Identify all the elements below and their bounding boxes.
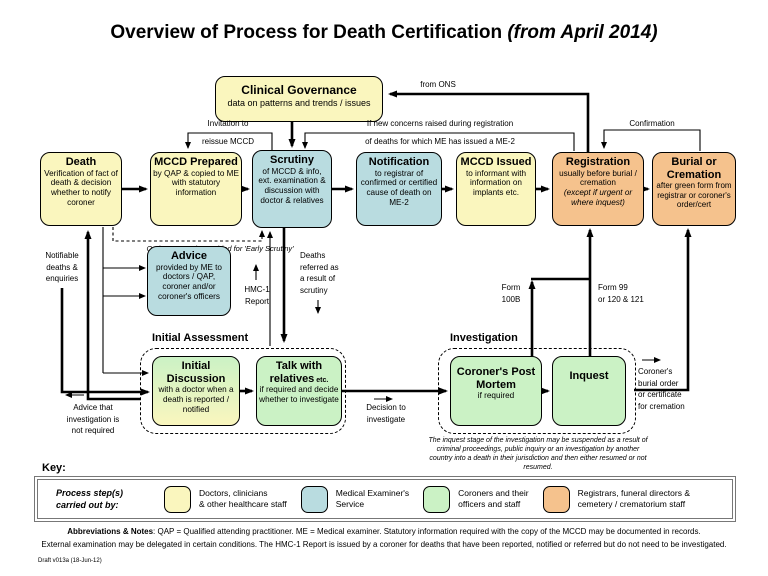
key-item-medical-examiner: Medical Examiner's Service	[300, 485, 410, 513]
concerns-label-top: If new concerns raised during registrati…	[366, 119, 514, 128]
clinical-governance-body: data on patterns and trends / issues	[227, 97, 371, 108]
flow-box-registration: Registration usually before burial / cre…	[552, 152, 644, 226]
flow-box-burial-cremation: Burial or Cremation after green form fro…	[652, 152, 736, 226]
advice-title: Advice	[170, 250, 208, 262]
blue-swatch	[300, 485, 328, 513]
inquest-title: Inquest	[569, 370, 609, 382]
scrutiny-body: of MCCD & info, ext. examination & discu…	[258, 166, 326, 206]
post-mortem-title: Coroner's Post Mortem	[456, 366, 536, 391]
notification-body: to registrar of confirmed or certified c…	[360, 168, 438, 208]
flow-box-notification: Notification to registrar of confirmed o…	[356, 152, 442, 226]
registration-body: usually before burial / cremation	[559, 168, 637, 188]
flow-box-mccd-prepared: MCCD Prepared by QAP & copied to ME with…	[150, 152, 242, 226]
key-item-doctors: Doctors, clinicians & other healthcare s…	[164, 485, 287, 513]
abbreviations-line-2: External examination may be delegated in…	[41, 540, 727, 549]
deaths-referred-label: Deaths referred as a result of scrutiny	[300, 251, 339, 295]
advice-body: provided by ME to doctors / QAP, coroner…	[156, 262, 222, 302]
confirmation-label: Confirmation	[629, 119, 675, 128]
initial-assessment-label: Initial Assessment	[152, 332, 249, 344]
burial-body: after green form from registrar or coron…	[656, 181, 732, 210]
initial-assessment-container	[140, 348, 346, 434]
yellow-swatch	[164, 485, 191, 513]
decision-to-investigate-label: Decision to investigate	[366, 403, 406, 424]
mccd-prepared-body: by QAP & copied to ME with statutory inf…	[153, 168, 239, 198]
investigation-container	[438, 348, 636, 434]
coroner-order-label: Coroner's burial order or certificate fo…	[638, 367, 685, 411]
concerns-label-bottom: of deaths for which ME has issued a ME-2	[365, 137, 515, 146]
from-ons-label: from ONS	[420, 80, 456, 89]
draft-version-label: Draft v013a (18-Jun-12)	[38, 558, 102, 564]
coroners-post-mortem-box: Coroner's Post Mortem if required	[450, 356, 542, 426]
invitation-label-bottom: reissue MCCD	[201, 137, 254, 146]
registration-note: (except if urgent or where inquest)	[563, 188, 633, 208]
orange-swatch	[542, 485, 570, 513]
flow-box-mccd-issued: MCCD Issued to informant with informatio…	[456, 152, 536, 226]
flow-box-scrutiny: Scrutiny of MCCD & info, ext. examinatio…	[252, 150, 332, 228]
key-item-registrars: Registrars, funeral directors & cemetery…	[542, 485, 691, 513]
initial-discussion-title: Initial Discussion	[166, 360, 226, 385]
key-item-coroners-label: Coroners and their officers and staff	[458, 487, 529, 509]
inquest-box: Inquest	[552, 356, 626, 426]
flow-box-death: Death Verification of fact of death & de…	[40, 152, 122, 226]
clinical-governance-box: Clinical Governance data on patterns and…	[215, 76, 383, 122]
talk-title: Talk with relatives	[269, 360, 323, 385]
mccd-prepared-title: MCCD Prepared	[154, 156, 238, 168]
hmc1-report-label: HMC-1 Report	[244, 285, 270, 306]
clinical-governance-title: Clinical Governance	[241, 83, 357, 97]
key-item-registrars-label: Registrars, funeral directors & cemetery…	[577, 487, 691, 509]
key-heading: Process step(s) carried out by:	[56, 487, 124, 510]
post-mortem-body: if required	[477, 391, 515, 401]
green-swatch	[423, 485, 451, 513]
abbreviations-text-1: : QAP = Qualified attending practitioner…	[153, 527, 701, 536]
page-title: Overview of Process for Death Certificat…	[0, 22, 768, 44]
initial-discussion-box: Initial Discussion with a doctor when a …	[152, 356, 240, 426]
advice-box: Advice provided by ME to doctors / QAP, …	[147, 246, 231, 316]
mccd-issued-body: to informant with information on implant…	[465, 168, 527, 198]
notification-title: Notification	[368, 156, 430, 168]
advice-not-required-label: Advice that investigation is not require…	[66, 403, 120, 436]
notifiable-deaths-label: Notifiable deaths & enquiries	[45, 251, 79, 284]
registration-title: Registration	[565, 156, 631, 168]
key-legend: Process step(s) carried out by: Doctors,…	[34, 476, 736, 522]
form-99-label: Form 99 or 120 & 121	[598, 283, 644, 304]
talk-with-relatives-box: Talk with relatives etc. if required and…	[256, 356, 342, 426]
key-item-medical-examiner-label: Medical Examiner's Service	[335, 487, 410, 509]
death-body: Verification of fact of death & decision…	[44, 168, 118, 208]
death-title: Death	[65, 156, 97, 168]
investigation-label: Investigation	[450, 332, 518, 344]
abbreviations-heading: Abbreviations & Notes	[67, 527, 154, 536]
title-suffix: (from April 2014)	[502, 22, 658, 43]
scrutiny-title: Scrutiny	[269, 154, 314, 166]
title-main: Overview of Process for Death Certificat…	[110, 22, 503, 43]
key-item-coroners: Coroners and their officers and staff	[423, 485, 529, 513]
initial-discussion-body: with a doctor when a death is reported /…	[158, 385, 234, 414]
form-100b-label: Form 100B	[501, 283, 521, 304]
investigation-note: The inquest stage of the investigation m…	[428, 437, 648, 472]
invitation-label-top: Invitation to	[207, 119, 249, 128]
key-label: Key:	[42, 462, 66, 474]
burial-title: Burial or Cremation	[666, 156, 722, 181]
talk-body: if required and decide whether to invest…	[259, 385, 339, 405]
abbreviations-line-1: Abbreviations & Notes: QAP = Qualified a…	[0, 527, 768, 536]
key-item-doctors-label: Doctors, clinicians & other healthcare s…	[199, 487, 287, 509]
mccd-issued-title: MCCD Issued	[460, 156, 532, 168]
talk-title-suffix: etc.	[314, 376, 329, 384]
